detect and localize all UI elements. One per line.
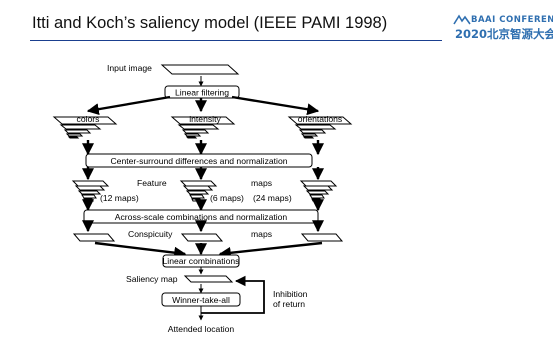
color-map-count: (12 maps) <box>100 193 139 203</box>
conference-logo: BAAI CONFERENCE 2020北京智源大会 <box>453 14 553 42</box>
inhibition-of-return-loop <box>201 275 265 314</box>
logo-text-conference: BAAI CONFERENCE <box>471 15 553 25</box>
maps-word: maps <box>251 178 272 188</box>
intensity-pyramid <box>170 116 236 139</box>
winner-take-all-label: Winner-take-all <box>172 295 230 305</box>
input-image-plate <box>160 64 240 75</box>
orientation-conspicuity-map <box>300 233 344 242</box>
channel-colors-label: colors <box>77 114 100 124</box>
conspicuity-maps-word: maps <box>251 229 272 239</box>
channel-orientations-label: orientations <box>298 114 342 124</box>
color-conspicuity-map <box>72 233 116 242</box>
conspicuity-word: Conspicuity <box>128 229 173 239</box>
linear-combinations-label: Linear combinations <box>163 256 240 266</box>
intensity-feature-maps <box>179 180 218 202</box>
linear-filtering-label: Linear filtering <box>175 88 229 98</box>
channel-intensity-label: intensity <box>189 114 221 124</box>
logo-text-event: 2020北京智源大会 <box>455 27 553 41</box>
intensity-conspicuity-map <box>180 233 224 242</box>
saliency-map-plate <box>183 275 234 283</box>
colors-pyramid <box>52 116 118 139</box>
center-surround-box <box>85 153 313 168</box>
input-image-label: Input image <box>107 63 152 73</box>
slide-title: Itti and Koch’s saliency model (IEEE PAM… <box>32 14 388 32</box>
title-underline <box>30 40 442 41</box>
attended-location-label: Attended location <box>168 324 235 334</box>
orientation-feature-maps <box>299 180 338 202</box>
across-scale-label: Across-scale combinations and normalizat… <box>115 212 288 222</box>
saliency-map-label: Saliency map <box>126 274 178 284</box>
feature-word: Feature <box>137 178 167 188</box>
orientation-map-count: (24 maps) <box>253 193 292 203</box>
orientations-pyramid <box>287 116 353 139</box>
intensity-map-count: (6 maps) <box>210 193 244 203</box>
center-surround-label: Center-surround differences and normaliz… <box>110 156 287 166</box>
inhibition-label-line2: of return <box>273 299 305 309</box>
inhibition-label-line1: Inhibition <box>273 289 308 299</box>
logo-mark-icon <box>453 14 471 25</box>
